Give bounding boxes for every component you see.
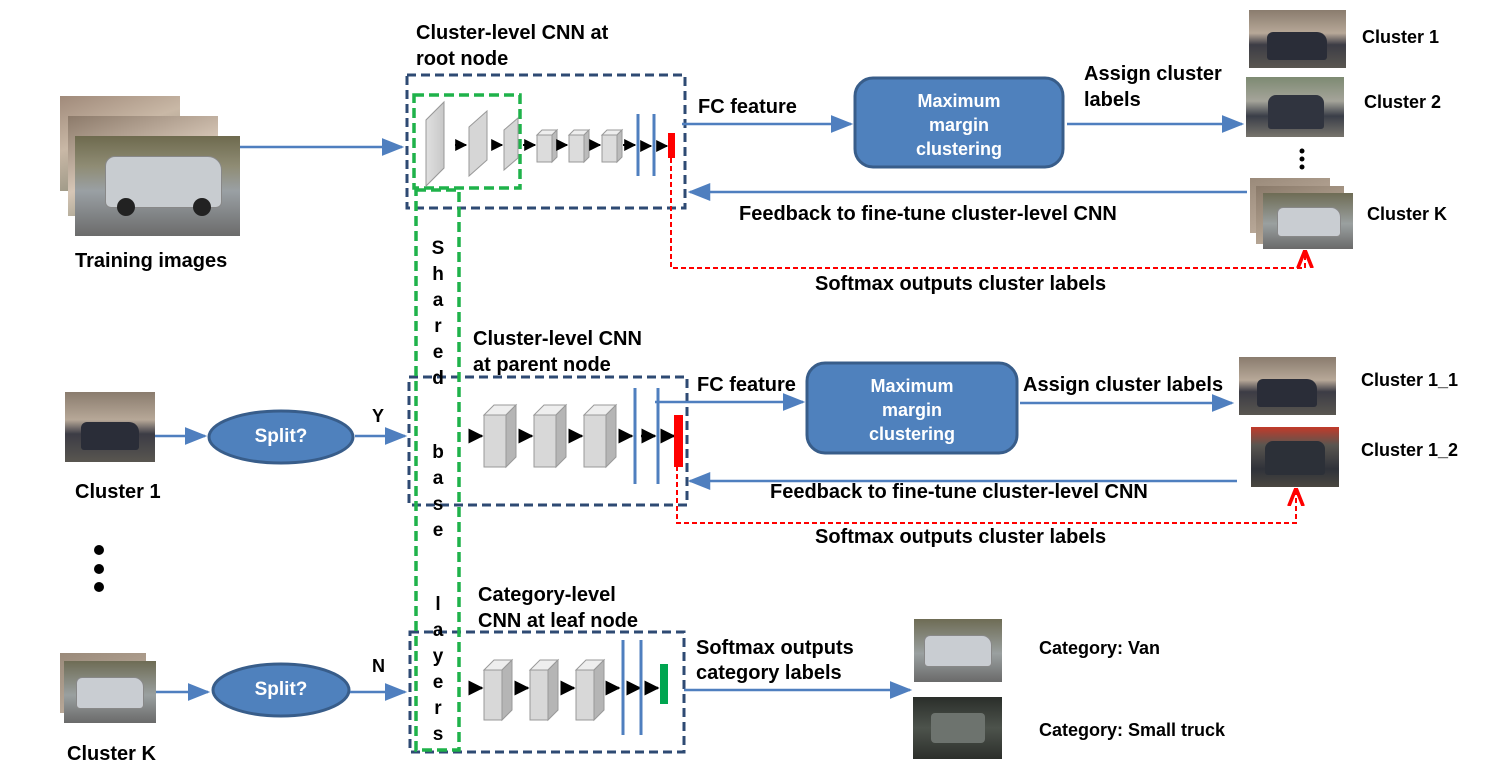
category-small-truck-thumbnail: [913, 697, 1002, 759]
parent-cnn-title-line2: at parent node: [473, 354, 611, 376]
root-cnn-frame: [405, 73, 687, 210]
leaf-cnn-title-line1: Category-level: [478, 584, 616, 606]
parent-softmax-label: Softmax outputs cluster labels: [815, 526, 1107, 548]
cluster-k-label: Cluster K: [1367, 204, 1448, 224]
shared-layers-frame: [414, 188, 461, 752]
root-mmc-line1: Maximum: [917, 91, 1001, 111]
cluster-1-thumbnail: [1249, 10, 1346, 68]
cluster-1-1-thumbnail: [1239, 357, 1336, 415]
parent-mmc-label: Maximum margin clustering: [807, 374, 1017, 446]
decision-yes-label: Y: [372, 406, 385, 426]
root-cnn-layers: [425, 100, 675, 188]
root-assign-line2: labels: [1084, 89, 1141, 111]
root-mmc-line2: margin: [928, 115, 989, 135]
leaf-split-ellipse: [211, 662, 351, 718]
shared-layers-frame-top: [412, 93, 522, 190]
training-image-front: [75, 136, 240, 236]
parent-assign-label: Assign cluster labels: [1023, 374, 1224, 396]
ellipsis-dots-clusters: [1299, 148, 1305, 170]
root-softmax-label: Softmax outputs cluster labels: [815, 273, 1107, 295]
softmax-feedback-arrows: [670, 158, 1305, 524]
cluster-2-label: Cluster 2: [1364, 92, 1442, 112]
leaf-softmax-line1: Softmax outputs: [696, 637, 854, 659]
category-van-label: Category: Van: [1039, 638, 1161, 658]
parent-mmc-line1: Maximum: [870, 376, 954, 396]
ellipsis-dots-left: [94, 545, 104, 592]
cluster-1-input-thumbnail: [65, 392, 155, 462]
leaf-softmax-line2: category labels: [696, 662, 842, 684]
parent-cnn-frame: [407, 375, 689, 507]
cluster-1-label: Cluster 1: [1362, 27, 1440, 47]
shared-letter: S: [431, 238, 445, 259]
root-mmc-line3: clustering: [915, 139, 1003, 159]
leaf-split-label: Split?: [254, 679, 308, 700]
category-small-truck-label: Category: Small truck: [1039, 720, 1226, 740]
parent-cnn-title-line1: Cluster-level CNN: [473, 328, 642, 350]
leaf-input-label: Cluster K: [67, 743, 156, 765]
leaf-cnn-frame: [408, 630, 686, 754]
leaf-cnn-layers: [468, 640, 668, 735]
parent-split-label: Split?: [254, 426, 308, 447]
root-fc-feature-label: FC feature: [698, 96, 797, 118]
cluster-1-2-label: Cluster 1_2: [1361, 440, 1459, 460]
parent-split-ellipse: [207, 409, 355, 465]
root-feedback-label: Feedback to fine-tune cluster-level CNN: [739, 203, 1117, 225]
root-cnn-title-line1: Cluster-level CNN at: [416, 22, 609, 44]
root-mmc-label: Maximum margin clustering: [855, 89, 1063, 161]
parent-mmc-box: [805, 361, 1019, 455]
root-cnn-title-line2: root node: [416, 48, 509, 70]
parent-mmc-line3: clustering: [868, 424, 956, 444]
root-mmc-box: [853, 76, 1065, 169]
parent-fc-feature-label: FC feature: [697, 374, 796, 396]
decision-no-label: N: [372, 656, 385, 676]
parent-cnn-layers: [468, 388, 683, 484]
cluster-1-1-label: Cluster 1_1: [1361, 370, 1459, 390]
training-images-label: Training images: [75, 250, 228, 272]
cluster-k-input-front: [64, 661, 156, 723]
leaf-cnn-title-line2: CNN at leaf node: [478, 610, 639, 632]
category-van-thumbnail: [914, 619, 1002, 682]
parent-input-label: Cluster 1: [75, 481, 161, 503]
parent-mmc-line2: margin: [881, 400, 942, 420]
cluster-2-thumbnail: [1246, 77, 1344, 137]
root-assign-line1: Assign cluster: [1084, 63, 1222, 85]
flow-arrows: [150, 115, 1247, 701]
cluster-1-2-thumbnail: [1251, 427, 1339, 487]
parent-feedback-label: Feedback to fine-tune cluster-level CNN: [770, 481, 1148, 503]
cluster-k-thumb-front: [1263, 193, 1353, 249]
